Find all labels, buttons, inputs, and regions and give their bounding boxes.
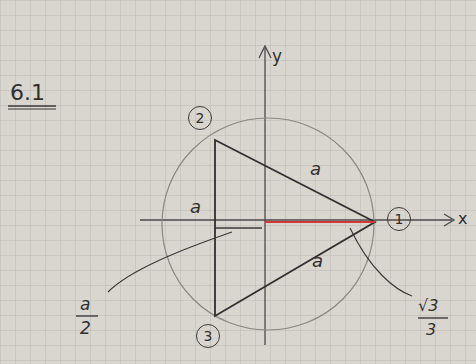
- underline: [8, 105, 56, 107]
- triangle: [215, 140, 375, 316]
- dimension-label: a: [312, 252, 323, 270]
- vertex-circle: 2: [188, 106, 212, 130]
- vertex-circle: 1: [387, 207, 411, 231]
- leader-line: [350, 228, 412, 296]
- fraction-bar: [76, 315, 98, 316]
- vertex-number: 2: [196, 111, 205, 125]
- dimension-label: 3: [426, 322, 436, 338]
- fraction-bar: [418, 317, 448, 318]
- axis-label: y: [272, 48, 282, 65]
- vertex-circle: 3: [196, 324, 220, 348]
- circumcircle: [162, 118, 374, 330]
- dimension-label: a: [190, 198, 201, 216]
- exercise-number: 6.1: [10, 82, 45, 104]
- leader-line: [108, 232, 232, 292]
- radius-segment: [265, 221, 375, 223]
- underline: [8, 108, 56, 109]
- vertex-number: 3: [204, 329, 213, 343]
- x-axis: [140, 219, 452, 220]
- dimension-label: a: [80, 296, 90, 313]
- axis-label: x: [458, 211, 467, 227]
- dimension-label: 2: [80, 320, 91, 337]
- dimension-label: √3: [418, 298, 438, 314]
- inradius-segment: [215, 227, 262, 228]
- y-axis: [264, 48, 265, 345]
- x-arrow: [444, 214, 454, 226]
- dimension-label: a: [310, 160, 321, 178]
- y-arrow: [259, 46, 271, 58]
- vertex-number: 1: [395, 212, 404, 226]
